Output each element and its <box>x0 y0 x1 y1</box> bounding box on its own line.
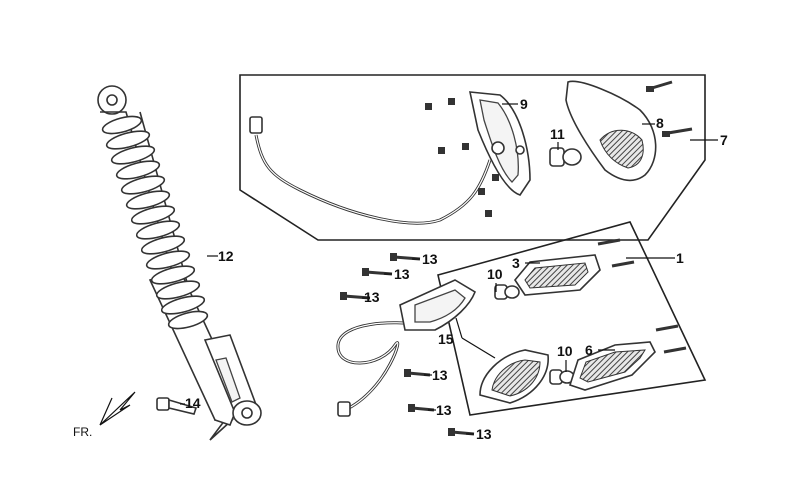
part-8-lens <box>565 80 657 182</box>
callout-6: 6 <box>585 342 593 358</box>
lower-assembly-frame <box>437 221 707 416</box>
upper-assembly-frame <box>239 74 706 241</box>
callout-13-c: 13 <box>364 289 380 305</box>
lower-wire-harness <box>336 321 421 417</box>
front-direction-arrow-icon <box>99 391 136 426</box>
part-3-lens <box>514 254 601 296</box>
shock-spring-coils <box>101 115 209 330</box>
callout-12: 12 <box>218 248 234 264</box>
upper-screws <box>646 80 693 137</box>
upper-nuts <box>425 98 499 217</box>
callout-3: 3 <box>512 255 520 271</box>
callout-13-f: 13 <box>476 426 492 442</box>
part-9-lamp-housing <box>468 91 531 196</box>
callout-13-b: 13 <box>394 266 410 282</box>
callout-7: 7 <box>720 132 728 148</box>
callout-9: 9 <box>520 96 528 112</box>
part-6-lens <box>568 341 656 391</box>
callout-14: 14 <box>185 395 201 411</box>
part-15-lamp-body-rear <box>479 349 549 404</box>
part-15-lamp-body-front <box>399 279 476 331</box>
callout-13-a: 13 <box>422 251 438 267</box>
callout-15: 15 <box>438 331 454 347</box>
lower-right-screws <box>597 238 687 354</box>
callout-10-upper: 10 <box>487 266 503 282</box>
callout-10-lower: 10 <box>557 343 573 359</box>
upper-wire-harness <box>249 116 492 225</box>
callout-8: 8 <box>656 115 664 131</box>
callout-1: 1 <box>676 250 684 266</box>
part-13-screws <box>340 253 475 436</box>
callout-11: 11 <box>550 126 565 142</box>
part-12-shock-absorber <box>97 85 262 441</box>
part-11-bulb <box>549 147 582 167</box>
leader-lines <box>180 103 718 435</box>
callout-13-e: 13 <box>436 402 452 418</box>
front-direction-label: FR. <box>73 425 92 439</box>
part-10-bulb-upper <box>494 284 520 300</box>
callout-13-d: 13 <box>432 367 448 383</box>
part-14-bolt <box>156 397 198 415</box>
